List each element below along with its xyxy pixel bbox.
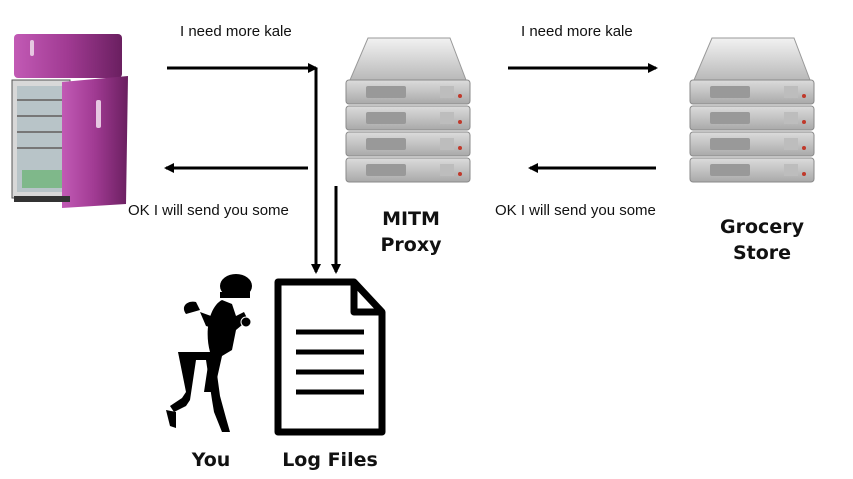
grocery-server-icon	[689, 37, 815, 183]
message-request-right: I need more kale	[521, 23, 633, 40]
grocery-title-line2: Store	[732, 242, 792, 264]
proxy-title-line2: Proxy	[380, 234, 442, 256]
proxy-title-line1: MITM	[382, 208, 440, 230]
proxy-server-icon	[345, 37, 471, 183]
message-request-left: I need more kale	[180, 23, 292, 40]
you-label: You	[191, 449, 231, 471]
message-response-left: OK I will send you some	[128, 202, 289, 219]
spy-silhouette-icon	[166, 274, 252, 432]
grocery-title-line1: Grocery	[720, 216, 804, 238]
proxy-title: MITM Proxy	[376, 206, 446, 258]
grocery-title: Grocery Store	[712, 214, 812, 266]
refrigerator-icon	[11, 34, 128, 208]
document-icon	[274, 278, 386, 436]
log-files-label: Log Files	[282, 449, 378, 471]
message-response-right: OK I will send you some	[495, 202, 656, 219]
